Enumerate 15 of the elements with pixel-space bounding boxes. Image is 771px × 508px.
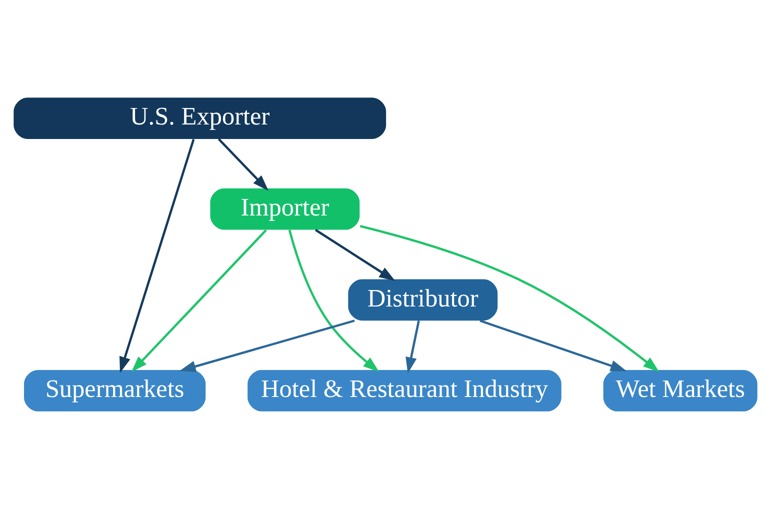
node-box: Distributor <box>348 278 498 320</box>
node-box: Importer <box>210 188 360 230</box>
node-box: U.S. Exporter <box>14 97 386 138</box>
arrow <box>180 319 355 372</box>
arrow <box>218 138 268 190</box>
arrow <box>314 228 396 281</box>
arrow <box>360 224 660 372</box>
arrow <box>480 319 627 371</box>
arrow <box>406 320 420 373</box>
arrow <box>131 228 267 372</box>
arrow <box>119 138 195 372</box>
node-box: Wet Markets <box>603 370 758 411</box>
node-box: Hotel & Restaurant Industry <box>248 370 562 411</box>
arrow <box>288 229 380 372</box>
node-box: Supermarkets <box>24 370 206 411</box>
